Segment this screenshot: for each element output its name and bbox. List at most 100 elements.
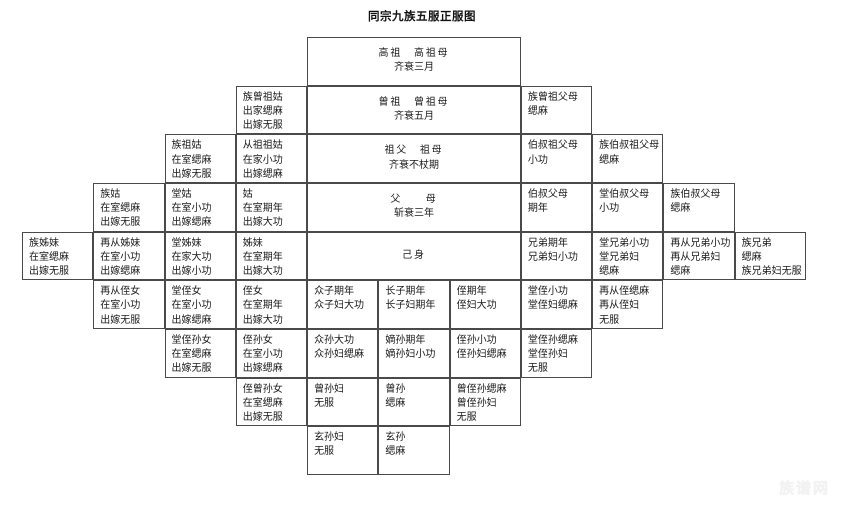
- kin-cell-line: 姑: [242, 188, 253, 200]
- kin-cell-zu-zeng-zu-gu: 族曾祖姑出家缌麻出嫁无服: [235, 85, 308, 135]
- kin-cell-zeng-zhisun: 曾侄孙缌麻曾侄孙妇无服: [449, 377, 521, 427]
- kin-cell-line: 曾孙妇: [314, 383, 345, 395]
- kin-cell-line: 堂侄孙女: [171, 334, 212, 346]
- kin-cell-line: 出嫁缌麻: [242, 363, 283, 375]
- kin-cell-line: 齐衰不杖期: [388, 159, 439, 171]
- kin-cell-line: 出嫁小功: [171, 266, 212, 277]
- kin-cell-disun: 嫡孙期年嫡孙妇小功: [378, 328, 450, 378]
- kin-cell-line: 在室缌麻: [100, 203, 141, 215]
- kin-cell-zhangzi: 长子期年长子妇期年: [378, 280, 450, 329]
- kin-cell-line: 齐衰五月: [393, 110, 434, 122]
- kin-cell-line: 曾侄孙妇: [456, 397, 497, 409]
- kin-cell-line: 出家缌麻: [242, 105, 283, 117]
- kin-cell-line: 缌麻: [741, 251, 762, 263]
- kin-cell-tang-zhisunnv: 堂侄孙女在室缌麻出嫁无服: [164, 328, 236, 378]
- kin-cell-line: 曾祖 曾祖母: [378, 96, 450, 108]
- kin-cell-line: 众子期年: [314, 286, 355, 298]
- kin-cell-line: 堂侄女: [171, 286, 202, 298]
- kin-cell-line: 无服: [314, 397, 335, 409]
- kin-cell-line: 族伯叔父母: [670, 188, 721, 200]
- kin-cell-line: 侄期年: [456, 286, 487, 298]
- kin-cell-line: 缌麻: [385, 397, 406, 409]
- kin-cell-zhisunnv: 侄孙女在室小功出嫁缌麻: [235, 328, 308, 378]
- kin-cell-line: 再从侄妇: [599, 300, 640, 312]
- five-mourning-grades-chart: 高祖 高祖母齐衰三月族曾祖姑出家缌麻出嫁无服曾祖 曾祖母齐衰五月族曾祖父母缌麻族…: [22, 37, 806, 475]
- kin-cell-zengzu: 曾祖 曾祖母齐衰五月: [307, 85, 521, 135]
- kin-cell-line: 缌麻: [599, 266, 620, 277]
- kin-cell-line: 曾侄孙缌麻: [456, 383, 507, 395]
- kin-cell-line: 出嫁缌麻: [242, 168, 283, 180]
- kin-cell-xuansunfu: 玄孙妇无服: [307, 426, 379, 475]
- kin-cell-line: 父 母: [390, 194, 438, 206]
- kin-cell-line: 在室小功: [171, 300, 212, 312]
- kin-cell-line: 族伯叔祖父母: [599, 140, 660, 152]
- kin-cell-line: 在室期年: [242, 251, 283, 263]
- kin-cell-line: 众孙大功: [314, 334, 355, 346]
- kin-cell-line: 出嫁无服: [171, 363, 212, 375]
- kin-cell-line: 侄孙小功: [456, 334, 497, 346]
- kin-cell-line: 在室缌麻: [242, 397, 283, 409]
- kin-cell-line: 伯叔祖父母: [527, 140, 578, 152]
- kin-cell-zhisun: 侄孙小功侄孙妇缌麻: [449, 328, 521, 378]
- kin-cell-zu-boshu-fumu: 族伯叔父母缌麻: [663, 182, 735, 232]
- kin-cell-zufu-zumu: 祖父 祖母齐衰不杖期: [307, 134, 521, 183]
- kin-cell-line: 族祖姑: [171, 140, 202, 152]
- kin-cell-line: 出嫁大功: [242, 314, 283, 326]
- kin-cell-line: 在家小功: [242, 154, 283, 166]
- kin-cell-tang-zhisun: 堂侄孙缌麻堂侄孙妇无服: [520, 328, 593, 378]
- kin-cell-line: 长子妇期年: [385, 300, 436, 312]
- kin-cell-jishen: 己身: [307, 231, 521, 281]
- kin-cell-zu-zu-gu: 族祖姑在室缌麻出嫁无服: [164, 134, 236, 183]
- kin-cell-line: 再从兄弟小功: [670, 237, 731, 249]
- kin-cell-line: 曾孙: [385, 383, 406, 395]
- kin-cell-zhinv: 侄女在室期年出嫁大功: [235, 280, 308, 329]
- kin-cell-fu-mu: 父 母斩衰三年: [307, 182, 521, 232]
- kin-cell-line: 堂侄妇缌麻: [527, 300, 578, 312]
- kin-cell-line: 嫡孙期年: [385, 334, 426, 346]
- kin-cell-line: 小功: [527, 154, 548, 166]
- kin-cell-line: 在室缌麻: [29, 251, 69, 263]
- kin-cell-line: 众孙妇缌麻: [314, 349, 365, 361]
- kin-cell-line: 无服: [456, 411, 477, 423]
- kin-cell-line: 族兄弟: [741, 237, 772, 249]
- kin-cell-line: 己身: [402, 249, 426, 261]
- kin-cell-zu-zeng-zu-fumu: 族曾祖父母缌麻: [520, 85, 593, 135]
- kin-cell-line: 出嫁缌麻: [171, 217, 212, 229]
- kin-cell-line: 无服: [599, 314, 620, 326]
- kin-cell-line: 出嫁无服: [242, 411, 283, 423]
- kin-cell-line: 在室小功: [171, 203, 212, 215]
- kin-cell-cong-zu-zu-gu: 从祖祖姑在家小功出嫁缌麻: [235, 134, 308, 183]
- kin-cell-line: 在室期年: [242, 300, 283, 312]
- kin-cell-line: 姊妹: [242, 237, 263, 249]
- kin-cell-line: 兄弟妇小功: [527, 251, 578, 263]
- kin-cell-xuansun: 玄孙缌麻: [378, 426, 450, 475]
- kin-cell-line: 再从侄缌麻: [599, 286, 650, 298]
- kin-cell-tang-xiongdi: 堂兄弟小功堂兄弟妇缌麻: [592, 231, 664, 281]
- kin-cell-line: 侄孙妇缌麻: [456, 349, 507, 361]
- kin-cell-line: 堂兄弟小功: [599, 237, 650, 249]
- kin-cell-zu-xiongdi: 族兄弟缌麻族兄弟妇无服: [734, 231, 806, 281]
- kin-cell-line: 玄孙妇: [314, 432, 345, 444]
- kin-cell-line: 无服: [527, 363, 548, 375]
- kin-cell-line: 族姑: [100, 188, 121, 200]
- kin-cell-tang-zhi: 堂侄小功堂侄妇缌麻: [520, 280, 593, 329]
- kin-cell-line: 兄弟期年: [527, 237, 568, 249]
- kin-cell-zu-boshu-zu-fumu: 族伯叔祖父母缌麻: [592, 134, 664, 183]
- kin-cell-line: 缌麻: [527, 105, 548, 117]
- kin-cell-zaicong-zhinv: 再从侄女在室小功出嫁无服: [93, 280, 165, 329]
- kin-cell-line: 族曾祖父母: [527, 91, 578, 103]
- kin-cell-line: 在室小功: [100, 300, 141, 312]
- kin-cell-line: 小功: [599, 203, 620, 215]
- kin-cell-line: 高祖 高祖母: [378, 48, 450, 60]
- kin-cell-tang-gu: 堂姑在室小功出嫁缌麻: [164, 182, 236, 232]
- kin-cell-line: 嫡孙妇小功: [385, 349, 436, 361]
- kin-cell-line: 堂侄孙妇: [527, 349, 568, 361]
- kin-cell-zimei: 姊妹在室期年出嫁大功: [235, 231, 308, 281]
- kin-cell-zaicong-zimei: 再从姊妹在室小功出嫁缌麻: [93, 231, 165, 281]
- kin-cell-line: 堂伯叔父母: [599, 188, 650, 200]
- kin-cell-line: 堂侄孙缌麻: [527, 334, 578, 346]
- kin-cell-line: 在室小功: [242, 349, 283, 361]
- kin-cell-line: 出嫁大功: [242, 266, 283, 277]
- kin-cell-line: 斩衰三年: [393, 208, 434, 220]
- kin-cell-line: 祖父 祖母: [384, 145, 444, 157]
